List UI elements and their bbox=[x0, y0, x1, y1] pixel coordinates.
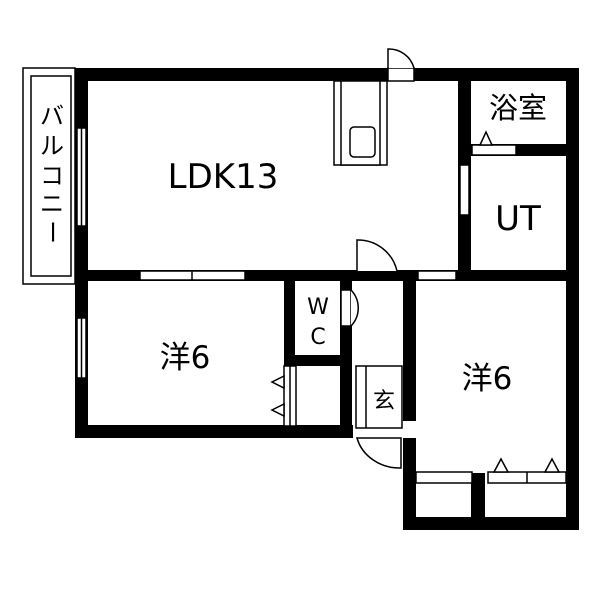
balcony-label: バ ル コ ニ ー bbox=[38, 102, 66, 244]
closet-right bbox=[415, 457, 567, 484]
window-ut bbox=[459, 164, 470, 216]
window-ldk-bottom bbox=[139, 270, 246, 281]
windows-left bbox=[76, 127, 87, 379]
balcony bbox=[22, 67, 76, 285]
door-hall bbox=[356, 239, 398, 272]
room-label-bath: 浴室 bbox=[489, 91, 547, 125]
entrance-area bbox=[355, 365, 403, 469]
door-top bbox=[387, 48, 415, 82]
door-ldk-right bbox=[417, 270, 457, 281]
balcony-char-4: ニ bbox=[40, 190, 64, 218]
balcony-char-3: コ bbox=[40, 162, 64, 190]
closet-left bbox=[270, 365, 297, 427]
balcony-char-1: バ bbox=[40, 102, 64, 130]
room-label-utility: UT bbox=[495, 199, 541, 239]
room-label-ldk: LDK13 bbox=[168, 157, 279, 197]
kitchen-counter bbox=[333, 80, 388, 166]
room-label-wc-top: W bbox=[307, 295, 329, 320]
door-wc bbox=[340, 289, 359, 327]
balcony-char-2: ル bbox=[40, 132, 64, 160]
room-label-entrance: 玄 bbox=[373, 389, 395, 414]
room-label-western-right: 洋6 bbox=[462, 361, 513, 397]
bath-door bbox=[471, 130, 517, 156]
room-label-western-left: 洋6 bbox=[160, 340, 211, 376]
balcony-char-5: ー bbox=[38, 220, 66, 244]
room-label-wc-bottom: C bbox=[310, 325, 325, 350]
